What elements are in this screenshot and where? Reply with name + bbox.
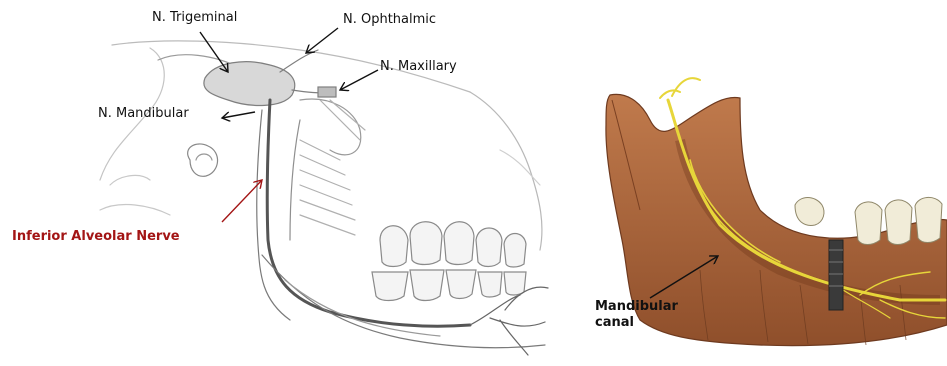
- maxillary-nerve-label: N. Maxillary: [380, 59, 457, 75]
- mandibular-canal-label-line1: Mandibular: [595, 299, 678, 314]
- trigeminal-nerve-label: N. Trigeminal: [152, 10, 237, 26]
- trigeminal-arrow: [200, 32, 228, 72]
- maxillary-arrow: [340, 70, 378, 90]
- ophthalmic-nerve-label: N. Ophthalmic: [343, 12, 436, 28]
- mandibular-canal-label-line2: canal: [595, 315, 634, 330]
- ophthalmic-arrow: [306, 28, 338, 53]
- mandibular-nerve-label: N. Mandibular: [98, 106, 189, 122]
- skull-line-drawing: [100, 41, 548, 355]
- inferior-alveolar-arrow: [222, 180, 262, 222]
- mandibular-arrow: [222, 112, 255, 118]
- inferior-alveolar-nerve-label: Inferior Alveolar Nerve: [12, 229, 180, 245]
- mandibular-canal-label: Mandibular canal: [595, 299, 695, 331]
